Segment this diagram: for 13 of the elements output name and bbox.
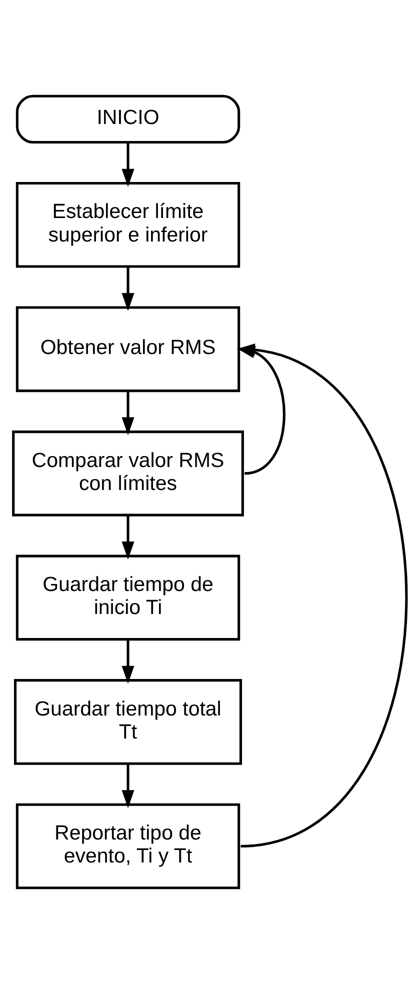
node-box: Establecer límite superior e inferior bbox=[16, 181, 240, 268]
arrow bbox=[122, 266, 134, 310]
node-box: Obtener valor RMS bbox=[16, 306, 240, 392]
node-box: Guardar tiempo de inicio Ti bbox=[16, 554, 240, 640]
arrow bbox=[122, 390, 134, 435]
node-box: Comparar valor RMS con límites bbox=[12, 430, 244, 516]
arrow bbox=[122, 514, 134, 560]
arrow bbox=[122, 142, 134, 186]
node-box: INICIO bbox=[16, 94, 240, 144]
arrow bbox=[122, 639, 134, 684]
arrow bbox=[122, 763, 134, 808]
node-box: Reportar tipo de evento, Ti y Tt bbox=[16, 802, 240, 889]
node-box: Guardar tiempo total Tt bbox=[14, 678, 242, 764]
